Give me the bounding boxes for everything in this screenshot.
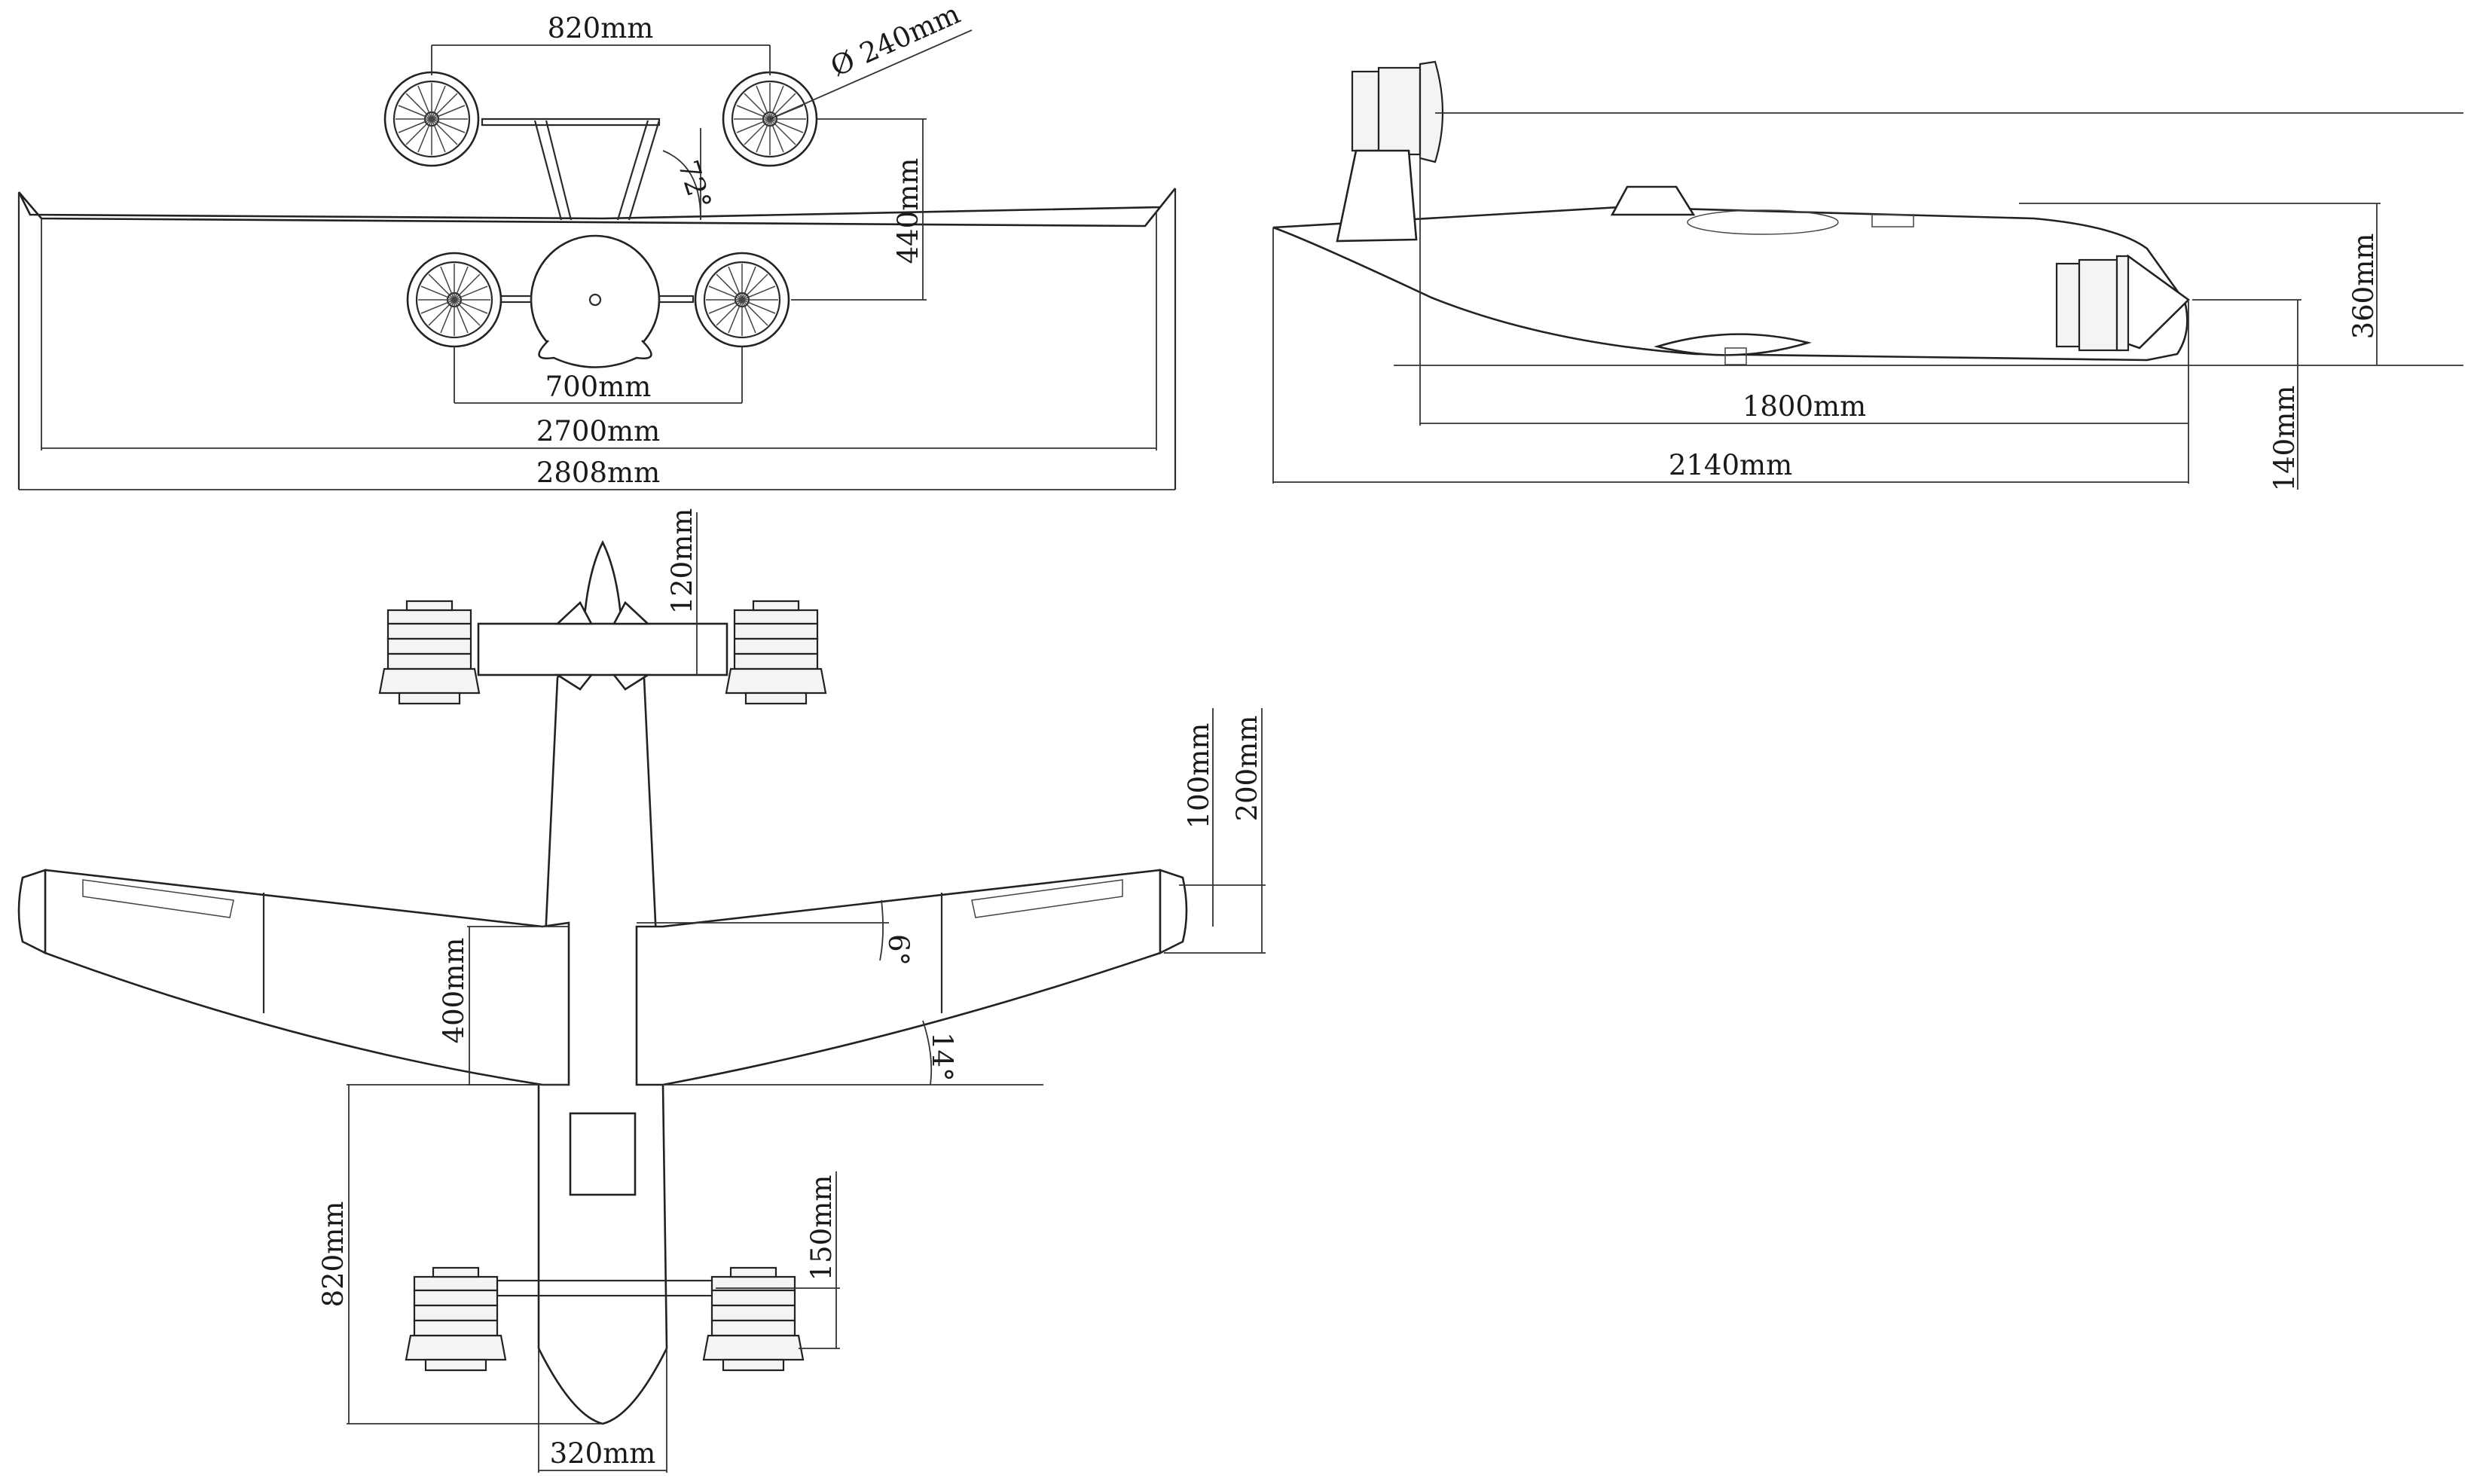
front-rotor-bottom-right: [694, 252, 790, 348]
side-fuselage: [1272, 206, 2188, 362]
side-motor-front: [1336, 60, 1444, 243]
dim-rotor-length: 1800mm: [1742, 390, 1866, 423]
dim-tail-span: 2700mm: [536, 415, 660, 447]
front-rotor-top-left: [383, 71, 480, 167]
side-view: 360mm 140mm 1800mm 2140mm: [1272, 60, 2463, 492]
front-view: 820mm Ø 240mm 72° 440mm 700mm 2700mm 280…: [17, 0, 1177, 490]
dim-fuselage-height: 360mm: [2347, 234, 2380, 340]
dim-wingtip-chord: 200mm: [1231, 716, 1263, 822]
dim-wingtip-depth: 100mm: [1183, 723, 1215, 829]
dim-nose-width: 120mm: [666, 508, 698, 615]
dim-wing-span: 2808mm: [536, 456, 660, 489]
front-wing: [17, 188, 1177, 227]
top-motor-front-right: [725, 600, 827, 705]
dim-dihedral-angle: 6°: [882, 934, 915, 966]
dim-rotor-angle: 72°: [671, 156, 717, 213]
top-view: 120mm 100mm 200mm 6° 14° 400mm 820mm 150…: [17, 508, 1266, 1473]
top-motor-rear-right: [702, 1266, 805, 1372]
dim-root-chord: 400mm: [438, 938, 470, 1044]
dim-sweep-angle: 14°: [926, 1032, 958, 1082]
dim-top-rotor-span: 820mm: [548, 12, 654, 44]
top-motor-front-left: [378, 600, 481, 705]
front-top-struts: [481, 118, 661, 221]
dim-fuselage-length: 2140mm: [1669, 449, 1792, 481]
dim-offset-height: 140mm: [2268, 386, 2301, 492]
dim-bottom-rotor-span: 700mm: [545, 371, 652, 403]
dim-motor-offset: 150mm: [805, 1175, 838, 1281]
top-motor-rear-left: [405, 1266, 507, 1372]
side-motor-rear: [2055, 255, 2130, 352]
dim-rotor-height: 440mm: [892, 158, 924, 264]
front-rotor-bottom-left: [406, 252, 502, 348]
top-wing-right: [635, 869, 1182, 1086]
dim-rotor-diameter: Ø 240mm: [826, 0, 965, 83]
top-wing-left: [23, 869, 570, 1086]
dim-fuselage-width: 320mm: [550, 1437, 656, 1470]
dim-boom-length: 820mm: [317, 1202, 350, 1308]
